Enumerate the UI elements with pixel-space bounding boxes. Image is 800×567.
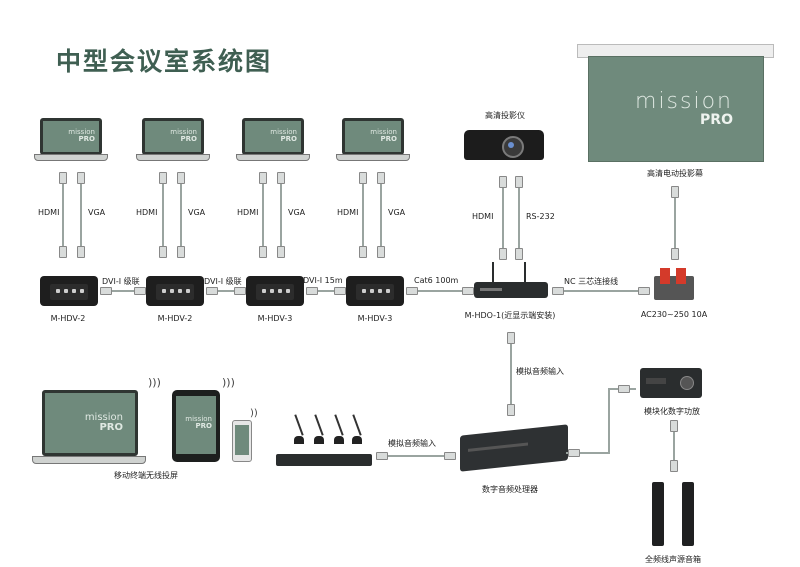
rs232-label: RS-232 bbox=[526, 212, 555, 221]
terminal-box bbox=[146, 276, 204, 306]
device-label: M-HDV-3 bbox=[257, 314, 293, 323]
speaker-label: 全频线声源音箱 bbox=[645, 555, 701, 564]
analog-label: 模拟音频输入 bbox=[516, 367, 564, 376]
analog-label: 模拟音频输入 bbox=[388, 439, 436, 448]
projector-icon bbox=[464, 130, 544, 160]
link-label: NC 三芯连接线 bbox=[564, 277, 619, 286]
mobile-label: 移动终端无线投屏 bbox=[114, 471, 178, 480]
receiver-device bbox=[474, 282, 548, 298]
vga-label: VGA bbox=[188, 208, 206, 217]
vga-label: VGA bbox=[88, 208, 106, 217]
receiver-label: M-HDO-1(近显示端安装) bbox=[464, 311, 556, 320]
terminal-box bbox=[246, 276, 304, 306]
power-label: AC230~250 10A bbox=[640, 310, 708, 319]
link-label: DVI-I 级联 bbox=[204, 277, 242, 286]
speaker-icon bbox=[652, 482, 664, 546]
projection-screen-surface: mission PRO bbox=[588, 56, 764, 162]
hdmi-label: HDMI bbox=[136, 208, 158, 217]
dsp-device bbox=[460, 424, 568, 472]
page-title: 中型会议室系统图 bbox=[56, 47, 273, 76]
terminal-box bbox=[40, 276, 98, 306]
link-label: DVI-I 级联 bbox=[102, 277, 140, 286]
device-label: M-HDV-3 bbox=[357, 314, 393, 323]
speaker-icon bbox=[682, 482, 694, 546]
terminal-box bbox=[346, 276, 404, 306]
amp-label: 模块化数字功放 bbox=[644, 407, 700, 416]
microphone-system bbox=[276, 410, 372, 466]
wifi-icon: ))) bbox=[148, 376, 161, 389]
hdmi-label: HDMI bbox=[38, 208, 60, 217]
wifi-icon: ))) bbox=[222, 376, 235, 389]
vga-label: VGA bbox=[388, 208, 406, 217]
screen-label: 高清电动投影幕 bbox=[647, 169, 703, 178]
amplifier-device bbox=[640, 368, 702, 398]
hdmi-label: HDMI bbox=[237, 208, 259, 217]
dsp-label: 数字音频处理器 bbox=[482, 485, 538, 494]
phone-icon bbox=[232, 420, 252, 462]
device-label: M-HDV-2 bbox=[50, 314, 86, 323]
hdmi-label: HDMI bbox=[337, 208, 359, 217]
projector-label: 高清投影仪 bbox=[485, 111, 525, 120]
hdmi-label: HDMI bbox=[472, 212, 494, 221]
mission-pro-logo: mission PRO bbox=[635, 89, 733, 128]
vga-label: VGA bbox=[288, 208, 306, 217]
wifi-icon: )) bbox=[250, 408, 258, 419]
antenna-icon bbox=[524, 262, 526, 282]
link-label: DVI-I 15m bbox=[303, 276, 343, 285]
power-module bbox=[654, 268, 694, 300]
link-label: Cat6 100m bbox=[414, 276, 459, 285]
device-label: M-HDV-2 bbox=[157, 314, 193, 323]
antenna-icon bbox=[492, 262, 494, 282]
